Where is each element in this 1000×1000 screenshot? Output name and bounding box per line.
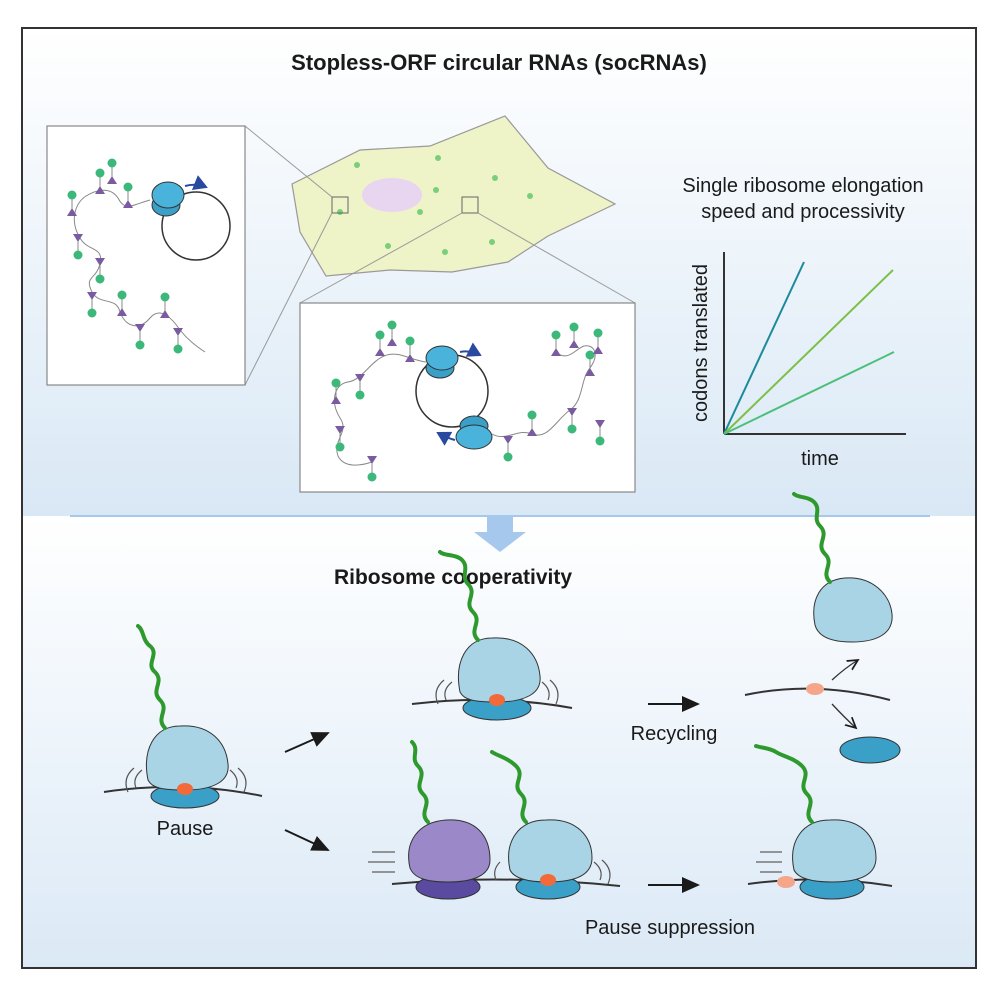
- line-slow: [723, 351, 895, 435]
- pause-suppression-label: Pause suppression: [585, 917, 755, 939]
- down-arrow: [474, 516, 526, 552]
- peptide-right: [491, 345, 596, 438]
- ribosome-bottom-large: [455, 424, 493, 450]
- nucleus: [362, 178, 422, 212]
- cell: [291, 115, 617, 277]
- zoom-box-left: [331, 196, 349, 214]
- y-axis-label: codons translated: [690, 264, 712, 422]
- chart-caption-line2: speed and processivity: [701, 201, 904, 223]
- arrow-to-bottom: [284, 829, 330, 851]
- zoom-panel-double: [299, 302, 636, 493]
- resumed-ribosome: [747, 744, 893, 900]
- zoom-panel-single: [46, 125, 246, 386]
- circular-rna: [161, 191, 231, 261]
- main-title: Stopless-ORF circular RNAs (socRNAs): [291, 50, 707, 75]
- ribosome-top-large: [425, 345, 459, 371]
- pause-label: Pause: [157, 818, 214, 840]
- ribosome-large: [151, 181, 185, 209]
- line-medium: [723, 269, 894, 435]
- elongation-chart: Single ribosome elongation speed and pro…: [682, 175, 923, 470]
- pause-site: [177, 783, 193, 795]
- recycled-subunits: [744, 492, 901, 764]
- chart-caption-line1: Single ribosome elongation: [682, 175, 923, 197]
- peptide-wave: [136, 624, 167, 730]
- direction-arrow: [184, 175, 208, 190]
- cooperativity-title: Ribosome cooperativity: [334, 566, 572, 589]
- paused-ribosome: [103, 624, 263, 809]
- collided-ribosomes: [368, 740, 621, 900]
- outer-frame: [21, 27, 977, 969]
- x-axis-label: time: [801, 448, 839, 470]
- peptide-left: [333, 353, 427, 466]
- recycling-label: Recycling: [631, 723, 718, 745]
- arrow-to-top: [284, 732, 330, 753]
- line-fast: [723, 261, 805, 435]
- paused-ribosome-top: [411, 550, 573, 721]
- zoom-box-right: [461, 196, 479, 214]
